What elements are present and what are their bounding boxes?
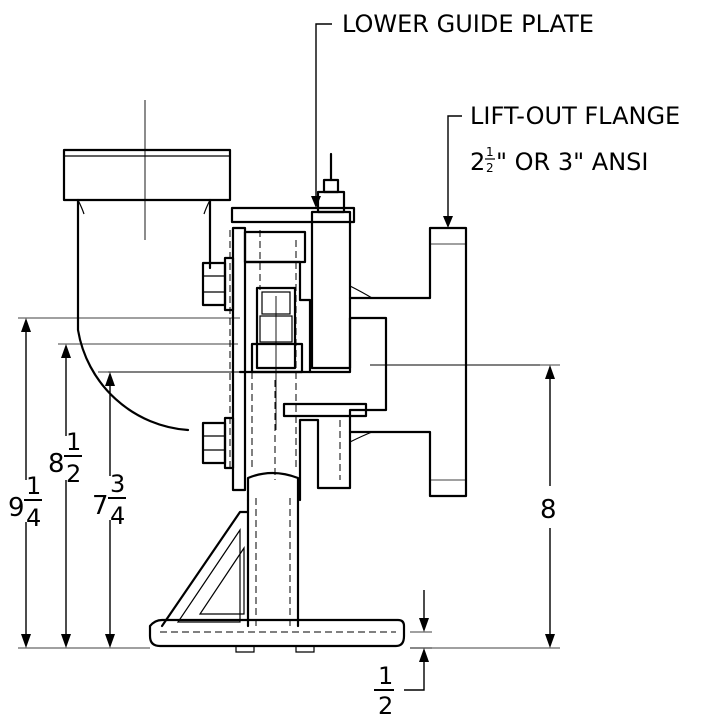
svg-text:2: 2: [66, 460, 81, 488]
dim-9-1-4: [21, 318, 31, 648]
label-flange-size: 2 1 2 " OR 3" ANSI: [470, 145, 648, 176]
text-1-2: 1 2: [374, 662, 394, 720]
svg-text:1: 1: [66, 428, 81, 456]
leader-lower-guide-plate: [311, 23, 332, 208]
label-lift-out-flange: LIFT-OUT FLANGE: [470, 102, 680, 130]
dim-1-2: [404, 590, 429, 691]
label-lower-guide-plate: LOWER GUIDE PLATE: [342, 10, 594, 38]
leader-lift-out-flange: [443, 115, 462, 228]
dim-7-3-4: [105, 372, 115, 648]
text-8-1-2: 8 1 2: [48, 428, 82, 488]
text-8: 8: [540, 495, 557, 525]
svg-text:9: 9: [8, 493, 25, 523]
dim-8: [545, 365, 555, 648]
upper-bolt: [201, 256, 235, 312]
lift-out-flange: [348, 226, 540, 498]
svg-text:2: 2: [486, 161, 494, 175]
valve-body: [229, 152, 388, 502]
base-stand: [148, 471, 406, 653]
svg-text:4: 4: [26, 504, 41, 532]
svg-text:8: 8: [48, 449, 65, 479]
dim-8-1-2: [61, 344, 71, 648]
lower-bolt: [201, 416, 235, 470]
svg-text:7: 7: [92, 491, 109, 521]
text-7-3-4: 7 3 4: [92, 470, 126, 530]
svg-text:2: 2: [470, 148, 485, 176]
svg-text:1: 1: [378, 662, 393, 690]
svg-text:" OR 3" ANSI: " OR 3" ANSI: [496, 148, 648, 176]
elbow-fitting: [62, 100, 260, 432]
svg-text:4: 4: [110, 502, 125, 530]
svg-text:3: 3: [110, 470, 125, 498]
svg-text:1: 1: [26, 472, 41, 500]
text-9-1-4: 9 1 4: [8, 472, 42, 532]
svg-text:2: 2: [378, 692, 393, 720]
svg-text:1: 1: [486, 145, 494, 159]
